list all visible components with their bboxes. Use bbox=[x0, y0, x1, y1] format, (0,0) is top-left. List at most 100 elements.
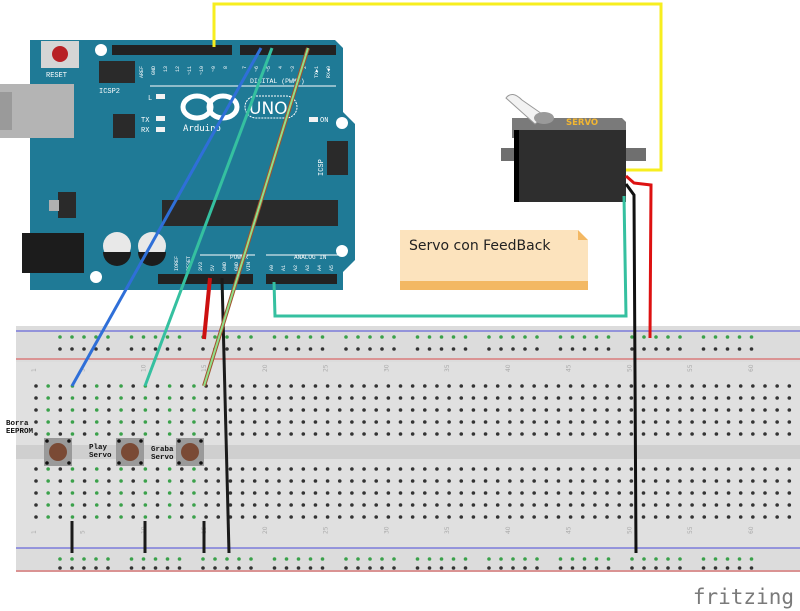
breadboard-hole bbox=[155, 420, 160, 424]
rail-hole bbox=[558, 347, 563, 351]
breadboard-hole bbox=[46, 503, 50, 507]
breadboard-hole bbox=[289, 491, 293, 495]
breadboard-hole bbox=[726, 491, 731, 495]
breadboard-hole bbox=[325, 432, 330, 436]
breadboard-hole bbox=[629, 503, 634, 507]
breadboard-hole bbox=[738, 515, 743, 519]
rail-hole bbox=[129, 347, 134, 351]
breadboard-hole bbox=[167, 420, 172, 424]
wire-pin5-button-play[interactable] bbox=[143, 47, 274, 387]
breadboard-hole bbox=[617, 479, 621, 483]
column-number: 35 bbox=[444, 526, 451, 534]
wire-pin2-button-graba[interactable] bbox=[203, 47, 309, 387]
rail-hole bbox=[523, 347, 527, 351]
wire-servo-ground[interactable] bbox=[624, 183, 638, 554]
breadboard-hole bbox=[374, 503, 379, 507]
breadboard-hole bbox=[568, 515, 573, 519]
power-pin-label: 5V bbox=[210, 265, 216, 271]
rail-hole bbox=[737, 347, 742, 351]
breadboard-hole bbox=[702, 384, 707, 388]
breadboard-hole bbox=[702, 479, 707, 483]
breadboard-hole bbox=[337, 396, 342, 400]
breadboard-hole bbox=[544, 467, 549, 471]
rail-hole bbox=[439, 566, 444, 570]
rail-hole bbox=[487, 335, 491, 339]
rail-hole bbox=[177, 557, 182, 561]
breadboard-hole bbox=[666, 432, 670, 436]
wire-pin6-button-borra[interactable] bbox=[70, 47, 263, 387]
breadboard-hole bbox=[775, 408, 779, 412]
breadboard-hole bbox=[447, 384, 451, 388]
breadboard-hole bbox=[775, 491, 779, 495]
breadboard-hole bbox=[568, 420, 573, 424]
breadboard-hole bbox=[580, 515, 585, 519]
analog-pin-label: A2 bbox=[293, 265, 299, 271]
breadboard-hole bbox=[325, 491, 330, 495]
breadboard-hole bbox=[532, 408, 536, 412]
rail-hole bbox=[296, 347, 301, 351]
breadboard-hole bbox=[653, 467, 658, 471]
breadboard-hole bbox=[568, 467, 573, 471]
servo-horn-icon bbox=[505, 94, 554, 125]
breadboard-hole bbox=[289, 432, 293, 436]
breadboard-hole bbox=[277, 515, 281, 519]
push-button[interactable] bbox=[176, 438, 204, 466]
breadboard-hole bbox=[277, 491, 281, 495]
breadboard-hole bbox=[216, 408, 221, 412]
breadboard-hole bbox=[532, 467, 536, 471]
breadboard-hole bbox=[459, 396, 464, 400]
breadboard-hole bbox=[471, 420, 476, 424]
rail-hole bbox=[237, 557, 241, 561]
breadboard-hole bbox=[46, 467, 50, 471]
column-number: 1 bbox=[31, 368, 38, 372]
breadboard-hole bbox=[738, 503, 743, 507]
breadboard-hole bbox=[775, 467, 779, 471]
breadboard-hole bbox=[641, 432, 646, 436]
digital-pin-label: ~9 bbox=[211, 66, 217, 72]
breadboard-hole bbox=[46, 479, 50, 483]
breadboard-hole bbox=[155, 479, 160, 483]
breadboard-hole bbox=[605, 396, 609, 400]
breadboard-hole bbox=[70, 491, 75, 495]
breadboard-hole bbox=[410, 432, 415, 436]
breadboard-hole bbox=[34, 384, 38, 388]
breadboard-hole bbox=[252, 491, 257, 495]
breadboard-hole bbox=[653, 420, 658, 424]
push-button[interactable] bbox=[116, 438, 144, 466]
breadboard-hole bbox=[58, 491, 63, 495]
breadboard-hole bbox=[252, 420, 257, 424]
wire-servo-power[interactable] bbox=[625, 174, 653, 339]
rail-hole bbox=[606, 566, 611, 570]
breadboard-hole bbox=[738, 408, 743, 412]
breadboard-hole bbox=[119, 432, 123, 436]
push-button[interactable] bbox=[44, 438, 72, 466]
breadboard-hole bbox=[374, 491, 379, 495]
rail-hole bbox=[296, 566, 301, 570]
rail-hole bbox=[380, 557, 384, 561]
column-number: 20 bbox=[262, 526, 269, 534]
breadboard-hole bbox=[313, 491, 318, 495]
breadboard-hole bbox=[556, 479, 561, 483]
rail-hole bbox=[129, 557, 134, 561]
breadboard-hole bbox=[629, 420, 634, 424]
breadboard-hole bbox=[617, 503, 621, 507]
wire-a0-feedback[interactable] bbox=[272, 195, 628, 318]
rail-hole bbox=[427, 335, 432, 339]
breadboard-hole bbox=[714, 467, 719, 471]
breadboard-hole bbox=[787, 479, 792, 483]
breadboard-hole bbox=[192, 408, 196, 412]
column-number: 40 bbox=[505, 526, 512, 534]
rail-hole bbox=[308, 557, 313, 561]
breadboard-hole bbox=[192, 467, 196, 471]
breadboard-hole bbox=[495, 408, 500, 412]
breadboard-hole bbox=[483, 515, 488, 519]
breadboard-hole bbox=[143, 396, 148, 400]
wire-5v-rail[interactable] bbox=[202, 277, 212, 340]
breadboard-hole bbox=[398, 515, 403, 519]
breadboard-hole bbox=[289, 503, 293, 507]
breadboard-hole bbox=[714, 515, 719, 519]
breadboard-hole bbox=[738, 432, 743, 436]
wire-signal-pin9-servo[interactable] bbox=[212, 2, 663, 172]
rail-hole bbox=[177, 347, 182, 351]
rail-hole bbox=[94, 557, 98, 561]
